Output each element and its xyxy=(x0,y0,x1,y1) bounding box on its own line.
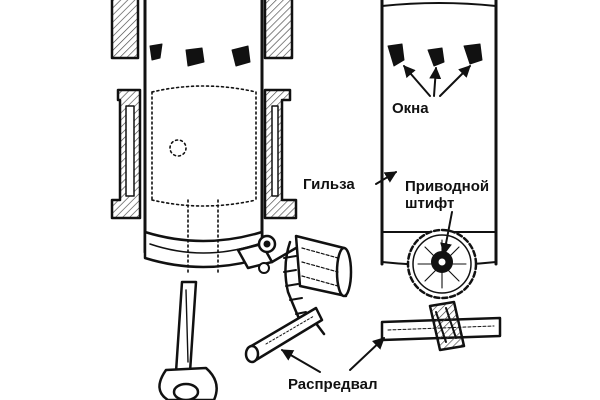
label-windows: Окна xyxy=(392,100,429,117)
connecting-rod xyxy=(158,280,218,400)
port-window-left-3 xyxy=(231,45,251,67)
label-sleeve: Гильза xyxy=(303,176,355,193)
drive-gear xyxy=(406,228,478,300)
label-drive-pin-line2: штифт xyxy=(405,195,455,212)
label-camshaft: Распредвал xyxy=(288,376,378,393)
port-window-right-3 xyxy=(463,43,483,65)
drive-pin-arrow xyxy=(440,211,453,256)
sleeve-right xyxy=(380,0,498,266)
crank-link xyxy=(236,234,298,274)
sleeve-arrow xyxy=(375,171,398,185)
worm-gear-left xyxy=(283,234,353,336)
piston-dotted xyxy=(151,85,257,276)
label-drive-pin-line1: Приводной xyxy=(405,178,490,195)
camshaft-arrows xyxy=(280,337,385,373)
port-window-right-1 xyxy=(387,43,405,67)
cylinder-block xyxy=(110,0,298,220)
camshaft-right xyxy=(380,300,502,352)
sleeve-left xyxy=(143,0,264,269)
port-window-left-2 xyxy=(185,47,205,67)
camshaft-rod xyxy=(244,306,324,364)
port-window-right-2 xyxy=(427,47,445,67)
windows-arrows xyxy=(403,65,471,97)
port-window-left-1 xyxy=(149,43,163,61)
